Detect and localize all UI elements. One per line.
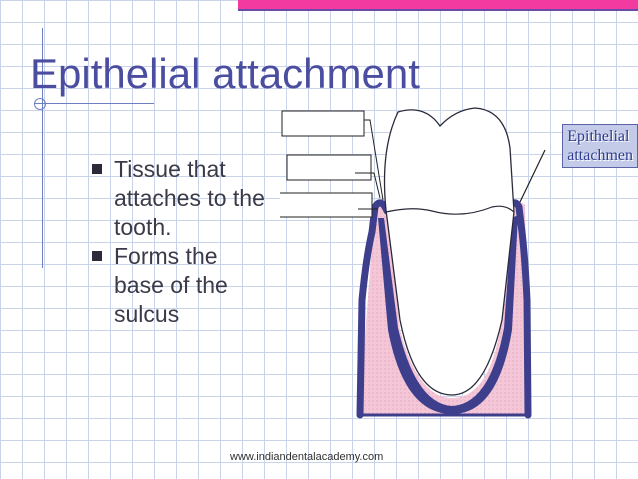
epithelial-attachment-label: Epithelial attachmen bbox=[562, 124, 638, 168]
gingiva-outline-left bbox=[356, 199, 391, 419]
label-box-bottom bbox=[280, 192, 373, 218]
slide-title: Epithelial attachment bbox=[30, 50, 420, 97]
tooth-outline bbox=[383, 107, 515, 396]
bullet-text: Forms the base of the sulcus bbox=[114, 243, 228, 327]
square-bullet-icon bbox=[92, 164, 102, 174]
bullet-list: Tissue that attaches to the tooth. Forms… bbox=[92, 155, 267, 329]
bullet-item: Tissue that attaches to the tooth. bbox=[92, 155, 267, 242]
leader-line-middle bbox=[355, 172, 381, 199]
footer-url: www.indiandentalacademy.com bbox=[230, 451, 384, 463]
top-accent-band bbox=[238, 0, 638, 11]
callout-leader-line bbox=[519, 149, 546, 203]
label-box-middle bbox=[286, 154, 372, 181]
callout-line-2: attachmen bbox=[567, 147, 633, 164]
title-underline bbox=[34, 103, 154, 104]
leader-line-top bbox=[364, 119, 384, 201]
bullet-item: Forms the base of the sulcus bbox=[92, 242, 267, 329]
callout-line-1: Epithelial bbox=[567, 128, 630, 145]
label-box-top bbox=[281, 110, 365, 137]
tooth-diagram bbox=[280, 107, 546, 419]
bullet-text: Tissue that attaches to the tooth. bbox=[114, 156, 265, 240]
left-margin-rule bbox=[42, 28, 43, 268]
square-bullet-icon bbox=[92, 251, 102, 261]
title-ring-ornament bbox=[34, 98, 46, 110]
cementoenamel-junction-line bbox=[385, 205, 515, 215]
